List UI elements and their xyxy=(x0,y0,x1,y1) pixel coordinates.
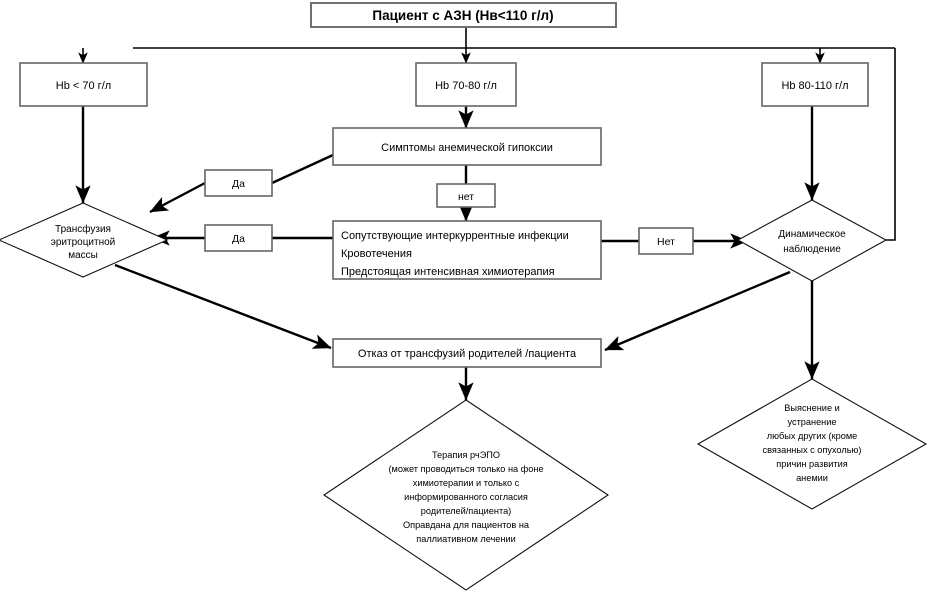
node-transfusion-line-3: массы xyxy=(68,250,98,261)
node-causes[interactable]: Выяснение и устранение любых других (кро… xyxy=(696,378,928,510)
node-symptoms-label: Симптомы анемической гипоксии xyxy=(381,142,553,154)
edge-title-to-bar xyxy=(133,27,895,49)
node-conditions-line-2: Кровотечения xyxy=(341,248,412,260)
node-monitoring[interactable]: Динамическое наблюдение xyxy=(736,199,888,282)
label-yes-top-text: Да xyxy=(232,178,245,190)
node-conditions-line-3: Предстоящая интенсивная химиотерапия xyxy=(341,266,555,278)
node-symptoms[interactable]: Симптомы анемической гипоксии xyxy=(332,127,602,166)
label-no-vertical[interactable]: нет xyxy=(436,183,496,208)
node-transfusion-line-1: Трансфузия xyxy=(55,223,111,235)
node-epo-line-1: Терапия рчЭПО xyxy=(432,450,500,460)
node-epo-line-4: информированного согласия xyxy=(404,492,528,502)
node-causes-line-1: Выяснение и xyxy=(784,403,839,413)
edge-bar-bypass-right xyxy=(886,48,896,241)
node-refusal-label: Отказ от трансфузий родителей /пациента xyxy=(358,348,577,360)
label-no-right-text: Нет xyxy=(657,236,675,248)
node-monitoring-line-1: Динамическое xyxy=(778,229,846,240)
node-branch-high[interactable]: Hb 80-110 г/л xyxy=(761,62,869,107)
node-transfusion[interactable]: Трансфузия эритроцитной массы xyxy=(0,202,169,278)
node-branch-high-label: Hb 80-110 г/л xyxy=(781,80,848,92)
edge-transfusion-to-refusal xyxy=(114,263,332,350)
edge-monitoring-to-refusal xyxy=(604,270,791,352)
node-branch-low-label: Hb < 70 г/л xyxy=(56,80,111,92)
node-causes-line-4: связанных с опухолью) xyxy=(763,445,862,455)
label-yes-top[interactable]: Да xyxy=(204,169,273,197)
node-epo[interactable]: Терапия рчЭПО (может проводиться только … xyxy=(323,399,609,591)
label-yes-mid-text: Да xyxy=(232,233,245,245)
node-epo-line-6: Оправдана для пациентов на xyxy=(403,520,530,530)
node-causes-line-6: анемии xyxy=(796,473,828,483)
node-branch-mid-label: Hb 70-80 г/л xyxy=(435,80,497,92)
node-epo-line-5: родителей/пациента) xyxy=(421,506,512,516)
edge-symptoms-yes xyxy=(149,153,334,214)
node-refusal[interactable]: Отказ от трансфузий родителей /пациента xyxy=(332,338,602,368)
node-branch-mid[interactable]: Hb 70-80 г/л xyxy=(415,62,517,107)
node-epo-line-2: (может проводиться только на фоне xyxy=(388,464,543,474)
node-transfusion-line-2: эритроцитной xyxy=(51,237,116,248)
node-monitoring-line-2: наблюдение xyxy=(783,243,841,255)
label-no-vertical-text: нет xyxy=(458,191,474,203)
node-title-label: Пациент с АЗН (Нв<110 г/л) xyxy=(372,8,553,23)
node-causes-line-2: устранение xyxy=(787,417,836,427)
node-epo-line-3: химиотерапии и только с xyxy=(413,478,520,488)
label-no-right[interactable]: Нет xyxy=(638,227,694,255)
node-epo-line-7: паллиативном лечении xyxy=(416,534,516,544)
node-branch-low[interactable]: Hb < 70 г/л xyxy=(19,62,148,107)
node-title[interactable]: Пациент с АЗН (Нв<110 г/л) xyxy=(310,2,617,28)
label-yes-mid[interactable]: Да xyxy=(204,224,273,252)
node-conditions-line-1: Сопутствующие интеркуррентные инфекции xyxy=(341,230,569,242)
node-causes-line-3: любых других (кроме xyxy=(767,431,858,441)
node-conditions[interactable]: Сопутствующие интеркуррентные инфекции К… xyxy=(332,220,602,280)
node-causes-line-5: причин развития xyxy=(776,459,847,469)
